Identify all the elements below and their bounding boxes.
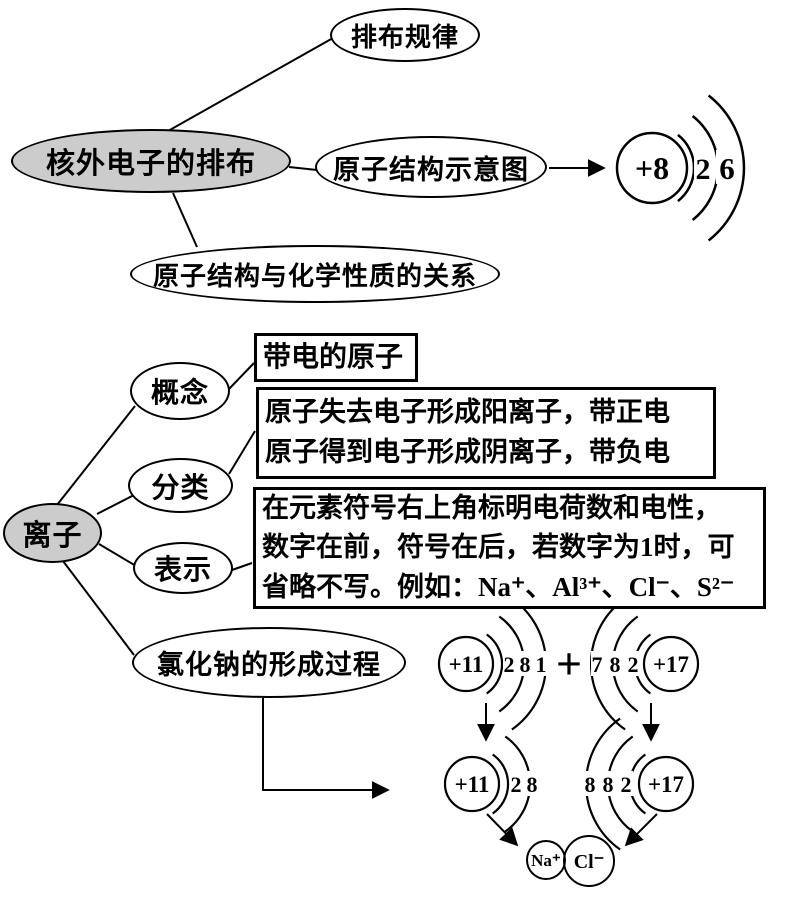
arrow-cl-to-ion bbox=[624, 813, 658, 847]
node-arrangement-rules: 排布规律 bbox=[330, 8, 480, 62]
sodium-shell-count: 1 bbox=[536, 652, 547, 677]
sodium-ion-nucleus-circle bbox=[443, 755, 501, 813]
arrow-na-to-ion bbox=[486, 813, 519, 847]
connector-ion-to-concept bbox=[56, 405, 136, 506]
sodium-ion-shell-count: 2 bbox=[511, 772, 522, 797]
plus-sign: + bbox=[556, 638, 582, 689]
box-text-line: 带电的原子 bbox=[263, 341, 404, 373]
connector-concept-to-box bbox=[228, 362, 255, 390]
connector-root-to-rules bbox=[167, 37, 334, 132]
sodium-shell-count: 8 bbox=[520, 652, 531, 677]
node-label: 原子结构示意图 bbox=[333, 154, 529, 185]
node-representation: 表示 bbox=[133, 542, 233, 594]
sodium-ion-shell-arc bbox=[492, 753, 510, 815]
oxygen-shell-arc bbox=[707, 94, 746, 242]
box-text-line: 数字在前，符号在后，若数字为1时，可 bbox=[262, 532, 735, 563]
chloride-ion-nucleus-circle bbox=[637, 755, 695, 813]
sodium-atom-diagram: +11 2 8 1 bbox=[437, 597, 548, 731]
chloride-ion-circle bbox=[563, 835, 615, 887]
arrow-nacl-elbow bbox=[262, 698, 390, 799]
box-text-line: 省略不写。例如：Na⁺、Al³⁺、Cl⁻、S²⁻ bbox=[262, 571, 735, 602]
node-label: 概念 bbox=[150, 377, 209, 408]
connector-representation-to-box bbox=[231, 562, 253, 571]
chloride-ion-nucleus-label: +17 bbox=[648, 772, 684, 797]
chloride-ion-shell-count: 8 bbox=[585, 772, 596, 797]
node-atomic-structure-diagram: 原子结构示意图 bbox=[315, 136, 547, 198]
connector-ion-to-nacl bbox=[62, 560, 135, 656]
node-label: 原子结构与化学性质的关系 bbox=[152, 260, 477, 291]
node-concept: 概念 bbox=[130, 362, 230, 420]
box-text-line: 在元素符号右上角标明电荷数和电性， bbox=[262, 493, 721, 524]
oxygen-atom-diagram: +8 2 6 bbox=[615, 94, 746, 242]
sodium-ion-shell-count: 8 bbox=[527, 772, 538, 797]
sodium-ion-nucleus-label: +11 bbox=[455, 772, 490, 797]
node-label: 表示 bbox=[153, 554, 212, 585]
box-text-line: 原子失去电子形成阳离子，带正电 bbox=[265, 397, 670, 428]
result-ions: Na⁺ Cl⁻ bbox=[526, 835, 615, 887]
connector-classification-to-box bbox=[228, 430, 256, 475]
chloride-ion-structure-diagram: +17 8 8 2 bbox=[584, 717, 695, 851]
sodium-shell-arc bbox=[486, 633, 504, 695]
connector-root-to-relation bbox=[172, 192, 198, 248]
chlorine-nucleus-label: +17 bbox=[653, 652, 689, 677]
node-classification: 分类 bbox=[128, 458, 233, 513]
sodium-nucleus-label: +11 bbox=[449, 652, 484, 677]
box-concept-definition: 带电的原子 bbox=[254, 333, 418, 382]
node-electron-arrangement: 核外电子的排布 bbox=[11, 129, 291, 193]
oxygen-shell-count: 2 bbox=[696, 153, 711, 186]
node-nacl-formation: 氯化钠的形成过程 bbox=[132, 627, 406, 698]
chlorine-atom-diagram: +17 7 8 2 bbox=[590, 597, 700, 731]
node-label: 排布规律 bbox=[350, 21, 459, 52]
box-representation: 在元素符号右上角标明电荷数和电性， 数字在前，符号在后，若数字为1时，可 省略不… bbox=[253, 487, 766, 609]
node-ion: 离子 bbox=[3, 503, 102, 563]
oxygen-nucleus-circle bbox=[615, 131, 689, 205]
chloride-ion-shell-count: 2 bbox=[621, 772, 632, 797]
oxygen-shell-arc bbox=[677, 133, 696, 203]
oxygen-shell-count: 6 bbox=[719, 151, 735, 186]
connector-ion-to-classification bbox=[96, 494, 135, 515]
node-structure-property-relation: 原子结构与化学性质的关系 bbox=[130, 245, 500, 303]
box-text-line: 原子得到电子形成阴离子，带负电 bbox=[265, 437, 670, 467]
sodium-shell-count: 2 bbox=[504, 652, 515, 677]
node-label: 离子 bbox=[22, 520, 83, 552]
connector-root-to-diagram bbox=[288, 166, 318, 171]
chloride-ion-label: Cl⁻ bbox=[574, 851, 605, 873]
chlorine-nucleus-circle bbox=[642, 635, 700, 693]
sodium-ion-label: Na⁺ bbox=[531, 851, 561, 870]
sodium-ion-structure-diagram: +11 2 8 bbox=[443, 735, 539, 833]
chlorine-shell-count: 2 bbox=[628, 652, 639, 677]
chlorine-shell-count: 7 bbox=[592, 652, 603, 677]
node-label: 核外电子的排布 bbox=[45, 148, 256, 180]
node-label: 氯化钠的形成过程 bbox=[157, 650, 381, 680]
connector-ion-to-representation bbox=[98, 543, 137, 567]
node-label: 分类 bbox=[151, 471, 210, 503]
oxygen-nucleus-label: +8 bbox=[635, 150, 669, 186]
chlorine-shell-count: 8 bbox=[610, 652, 621, 677]
sodium-nucleus-circle bbox=[437, 635, 495, 693]
box-classification: 原子失去电子形成阳离子，带正电 原子得到电子形成阴离子，带负电 bbox=[256, 387, 716, 479]
chloride-ion-shell-count: 8 bbox=[603, 772, 614, 797]
